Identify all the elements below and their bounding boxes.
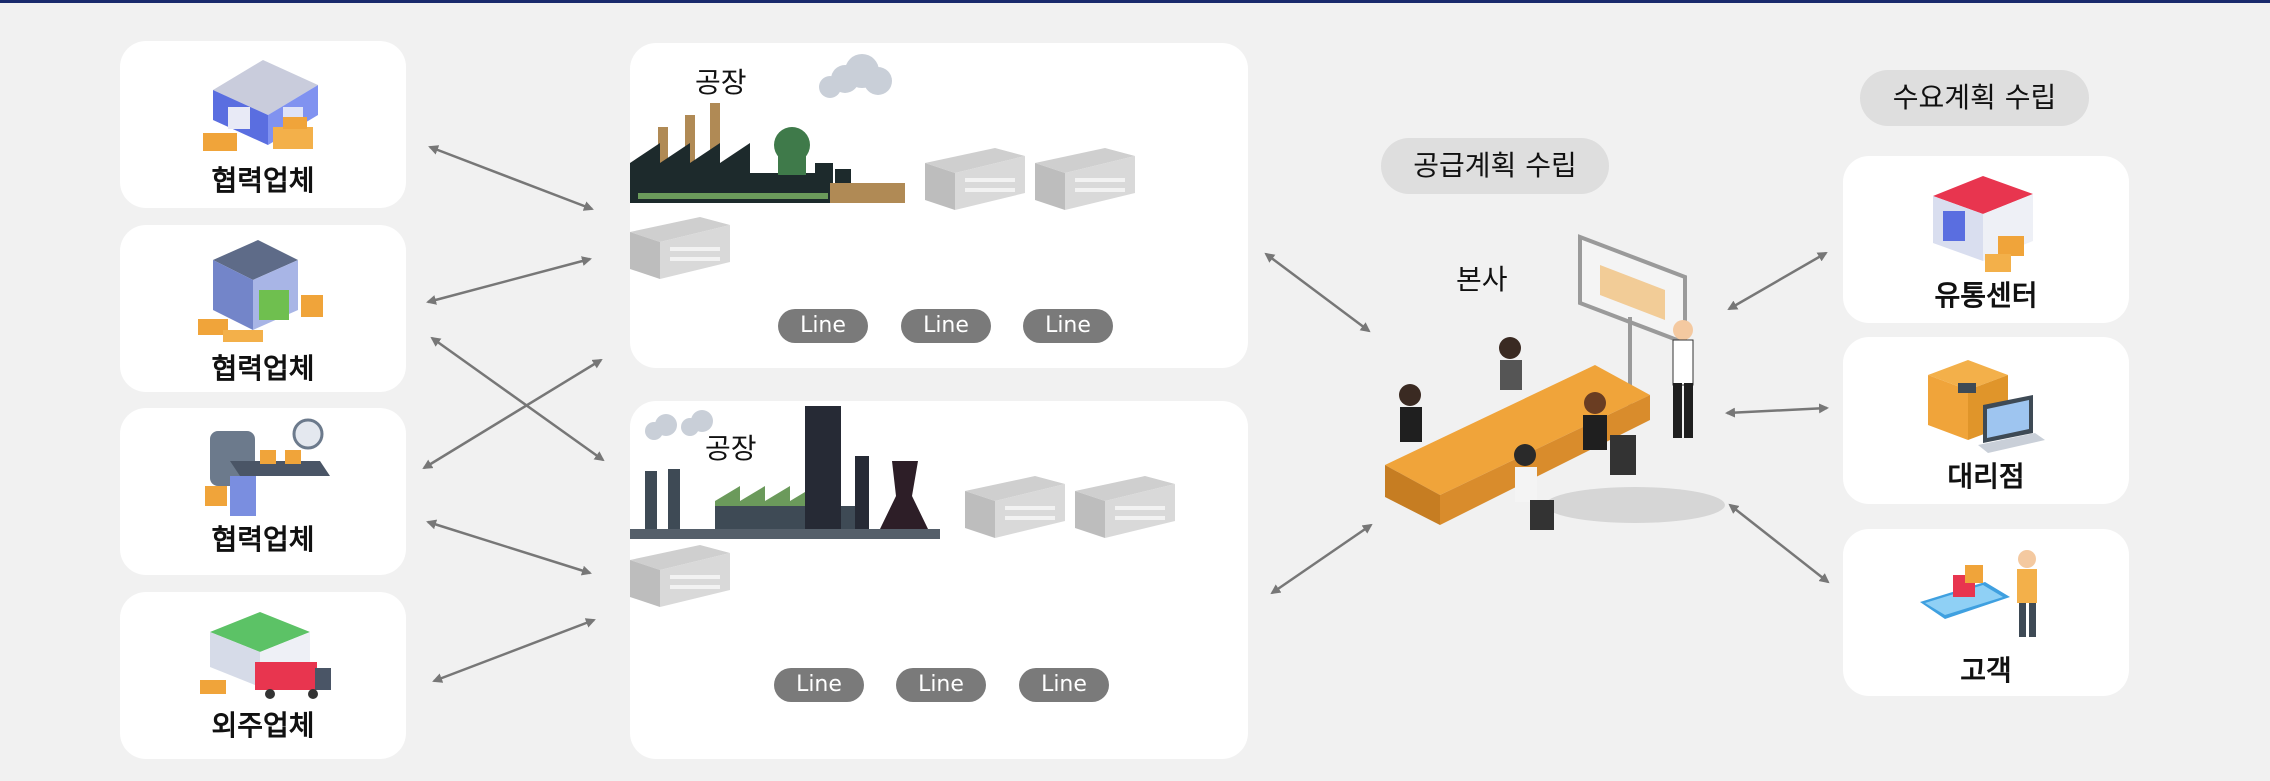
warehouse-icon xyxy=(203,60,318,151)
partner-label: 협력업체 xyxy=(211,352,315,385)
line-badge: Line xyxy=(1019,668,1109,702)
line-building-icon xyxy=(630,217,730,279)
arrow xyxy=(1727,251,1828,311)
demand-label: 대리점 xyxy=(1947,460,2025,493)
laptop-box-icon xyxy=(1928,360,2045,453)
line-building-icon xyxy=(925,148,1026,210)
factory-title: 공장 xyxy=(705,432,757,465)
partner-card-1: 협력업체 xyxy=(120,41,406,208)
line-building-icon xyxy=(630,545,730,607)
line-building-icon xyxy=(1075,476,1176,538)
line-badge: Line xyxy=(778,309,868,343)
arrow xyxy=(430,336,605,462)
meeting-icon xyxy=(1385,234,1725,530)
factory-icon xyxy=(630,406,940,539)
arrow xyxy=(1728,503,1830,584)
arrow xyxy=(426,519,592,576)
top-accent-bar xyxy=(0,0,2270,3)
arrow xyxy=(1725,403,1829,418)
store-icon xyxy=(1933,176,2033,272)
partner-card-2: 협력업체 xyxy=(120,225,406,392)
supply-plan-pill: 공급계획 수립 xyxy=(1381,138,1609,194)
factory-title: 공장 xyxy=(695,66,747,99)
line-badge: Line xyxy=(774,668,864,702)
factory-card-1: 공장 Line Line Line xyxy=(630,43,1248,368)
partner-card-4: 외주업체 xyxy=(120,592,406,759)
hq-label: 본사 xyxy=(1456,263,1508,296)
factory-card-2: 공장 Line Line Line xyxy=(630,401,1248,759)
demand-label: 고객 xyxy=(1960,654,2012,687)
arrow xyxy=(432,618,596,683)
line-building-icon xyxy=(965,476,1066,538)
arrow xyxy=(1264,252,1371,333)
demand-plan-pill: 수요계획 수립 xyxy=(1860,70,2089,126)
distribution-center-icon xyxy=(198,240,323,342)
demand-label: 유통센터 xyxy=(1934,279,2038,312)
demand-card-1: 유통센터 xyxy=(1843,156,2129,323)
arrow xyxy=(428,145,594,211)
partner-card-3: 협력업체 xyxy=(120,408,406,575)
demand-card-2: 대리점 xyxy=(1843,337,2129,504)
partner-label: 협력업체 xyxy=(211,523,315,556)
arrow xyxy=(422,358,603,470)
line-building-icon xyxy=(1035,148,1136,210)
arrow xyxy=(1270,523,1373,595)
truck-warehouse-icon xyxy=(200,612,331,699)
partner-label: 협력업체 xyxy=(211,164,315,197)
factory-icon xyxy=(630,54,905,203)
arrow xyxy=(426,256,592,305)
customer-phone-icon xyxy=(1920,550,2037,637)
conveyor-icon xyxy=(205,418,330,516)
line-badge: Line xyxy=(901,309,991,343)
partner-label: 외주업체 xyxy=(211,709,315,742)
line-badge: Line xyxy=(896,668,986,702)
demand-card-3: 고객 xyxy=(1843,529,2129,696)
line-badge: Line xyxy=(1023,309,1113,343)
